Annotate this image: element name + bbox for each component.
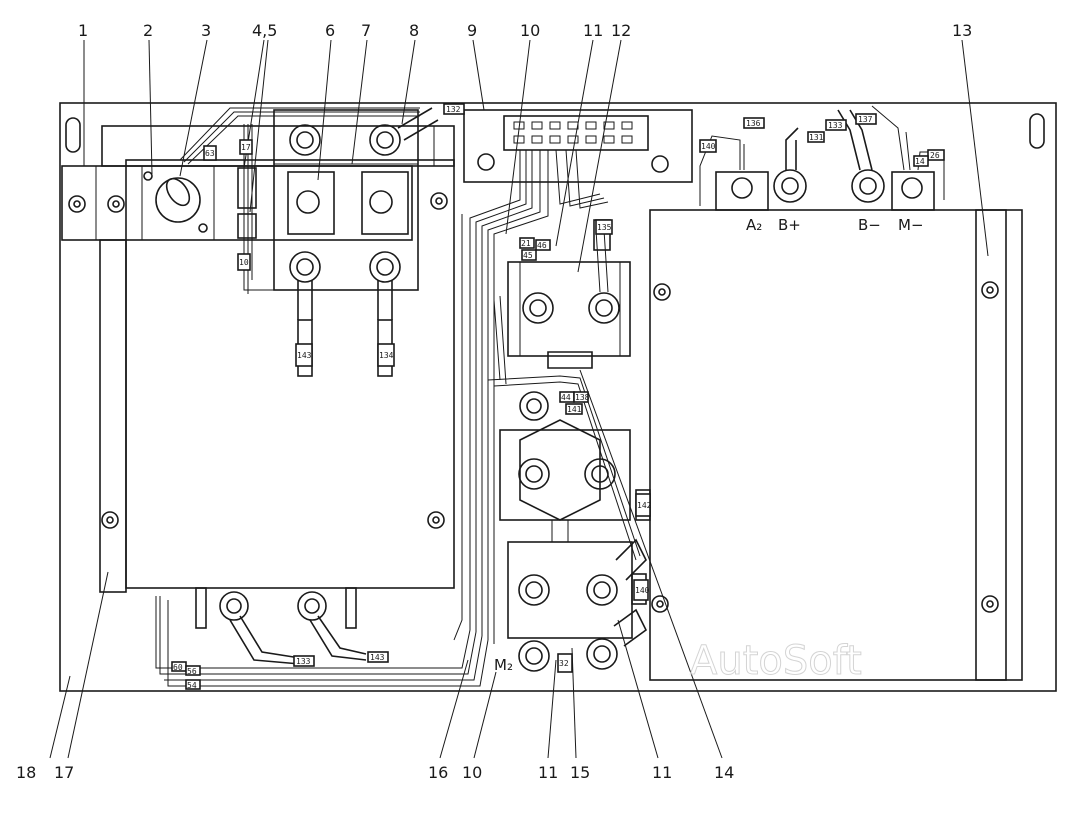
wire-tag-63: 63 (205, 149, 215, 158)
wire-tag-26: 26 (930, 151, 940, 160)
callout-4-5: 4,5 (252, 21, 277, 40)
wire-tag-56: 56 (187, 667, 197, 676)
upper-contactor-bolts (522, 292, 620, 324)
terminal-a2: A₂ (746, 216, 762, 234)
wire-tag-134: 134 (379, 351, 394, 360)
fuse-holder-strip (61, 165, 413, 241)
wire-tag-133-bottom: 133 (296, 657, 311, 666)
callout-13: 13 (952, 21, 972, 40)
slot-left (65, 117, 81, 153)
bottom-harness (155, 596, 489, 687)
callout-15: 15 (570, 763, 590, 782)
terminal-labels: A₂ B+ B− M− M₂ (494, 216, 924, 674)
wire-tag-143-left: 143 (297, 351, 312, 360)
callout-17: 17 (54, 763, 74, 782)
callout-6: 6 (325, 21, 335, 40)
left-mounting-strip (99, 239, 127, 593)
callout-7: 7 (361, 21, 371, 40)
callout-11-bottom-left: 11 (538, 763, 558, 782)
wire-tag-140-lower: 140 (635, 586, 650, 595)
wire-tag-60: 60 (173, 663, 183, 672)
strip-bolts (68, 171, 448, 529)
wire-tag-17: 17 (241, 143, 251, 152)
wire-tag-44: 44 (561, 393, 571, 402)
controller-housing (649, 209, 1023, 681)
wire-tag-133-top: 133 (828, 121, 843, 130)
callout-10-bottom: 10 (462, 763, 482, 782)
main-harness (469, 149, 609, 644)
callout-2: 2 (143, 21, 153, 40)
wire-tag-143-bottom: 143 (370, 653, 385, 662)
callout-9: 9 (467, 21, 477, 40)
wire-tag-141: 141 (567, 405, 582, 414)
terminal-bplus: B+ (778, 216, 801, 234)
terminal-mminus: M− (898, 216, 924, 234)
slot-right (1029, 113, 1045, 149)
callout-1: 1 (78, 21, 88, 40)
controller-right-strip (975, 209, 1007, 681)
callout-8: 8 (409, 21, 419, 40)
wire-tags: 132 143 134 133 143 21 46 45 135 136 140… (171, 103, 945, 690)
middle-contactor (499, 429, 631, 521)
wire-tag-45: 45 (523, 251, 533, 260)
upper-contactor (507, 261, 631, 357)
wire-tag-32: 32 (559, 659, 569, 668)
shunt-bar (273, 109, 419, 291)
wire-tag-14: 14 (915, 157, 925, 166)
wire-tag-137: 137 (858, 115, 873, 124)
wire-tag-10: 10 (239, 258, 249, 267)
controller-terminals (715, 169, 935, 211)
terminal-m2: M₂ (494, 656, 513, 674)
wire-tag-132: 132 (446, 105, 461, 114)
callout-14: 14 (714, 763, 734, 782)
wire-tag-142: 142 (637, 501, 652, 510)
terminal-block-6 (287, 171, 335, 235)
terminal-bminus: B− (858, 216, 881, 234)
fuse-cap (155, 177, 201, 223)
bottom-terminal-bolts (219, 591, 327, 621)
callout-12: 12 (611, 21, 631, 40)
callout-18: 18 (16, 763, 36, 782)
watermark: AutoSoft (690, 638, 862, 684)
callout-3: 3 (201, 21, 211, 40)
wire-tag-136: 136 (746, 119, 761, 128)
wire-tag-54: 54 (187, 681, 197, 690)
wire-tag-46: 46 (537, 241, 547, 250)
terminal-block-8 (361, 171, 409, 235)
callout-11-bottom-right: 11 (652, 763, 672, 782)
leader-lines (49, 39, 989, 759)
wire-tag-131: 131 (809, 133, 824, 142)
wire-tag-140: 140 (701, 142, 716, 151)
wire-tag-21: 21 (521, 239, 531, 248)
connector-pins (513, 121, 633, 144)
lower-contactor-bolts (518, 574, 618, 672)
callout-16: 16 (428, 763, 448, 782)
callout-11-top: 11 (583, 21, 603, 40)
wire-tag-138: 138 (575, 393, 590, 402)
top-cover-plate (101, 125, 455, 167)
callout-numbers: 1 2 3 4,5 6 7 8 9 10 11 12 13 18 17 16 1… (16, 21, 972, 782)
base-panel (59, 102, 1057, 692)
power-terminal-bolts (289, 124, 401, 283)
wire-tag-135: 135 (597, 223, 612, 232)
callout-10-top: 10 (520, 21, 540, 40)
